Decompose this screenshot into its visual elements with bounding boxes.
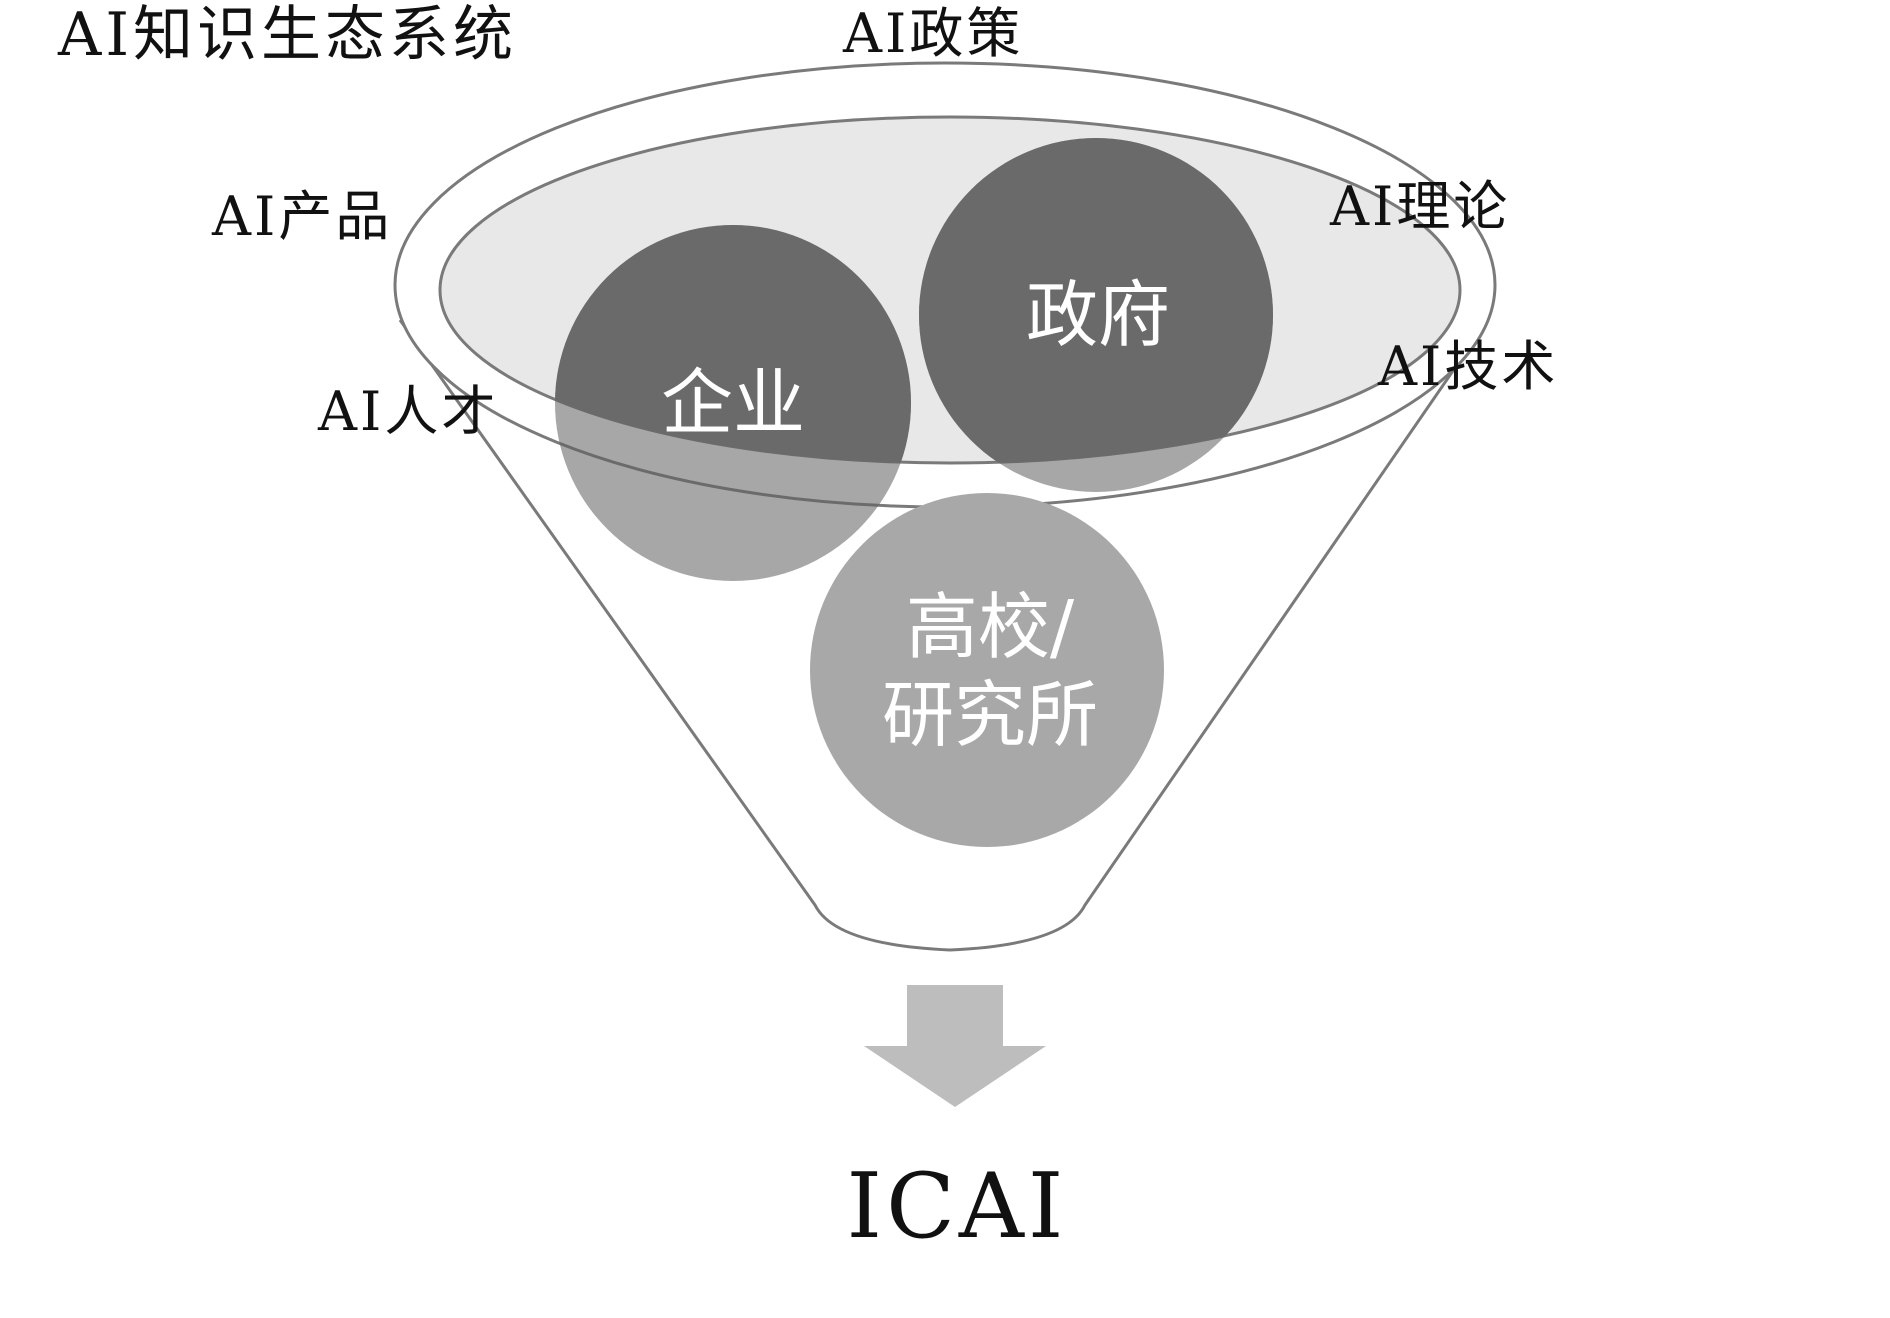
output-label: ICAI — [847, 1154, 1068, 1259]
input-label-theory: AI理论 — [1329, 175, 1510, 238]
enterprise-circle-overlap — [555, 225, 911, 463]
input-label-product: AI产品 — [211, 185, 392, 248]
university-label-line2: 研究所 — [882, 673, 1098, 757]
input-label-policy: AI政策 — [842, 2, 1023, 65]
university-label-line1: 高校/ — [906, 585, 1075, 669]
diagram-title: AI知识生态系统 — [57, 0, 517, 70]
government-label: 政府 — [1026, 273, 1170, 357]
government-circle-overlap — [919, 138, 1273, 463]
enterprise-label: 企业 — [661, 361, 805, 445]
input-label-technology: AI技术 — [1377, 335, 1558, 398]
funnel-body — [398, 319, 1490, 952]
university-circle — [810, 493, 1164, 847]
input-label-talent: AI人才 — [317, 380, 498, 443]
output-arrow — [864, 985, 1046, 1107]
